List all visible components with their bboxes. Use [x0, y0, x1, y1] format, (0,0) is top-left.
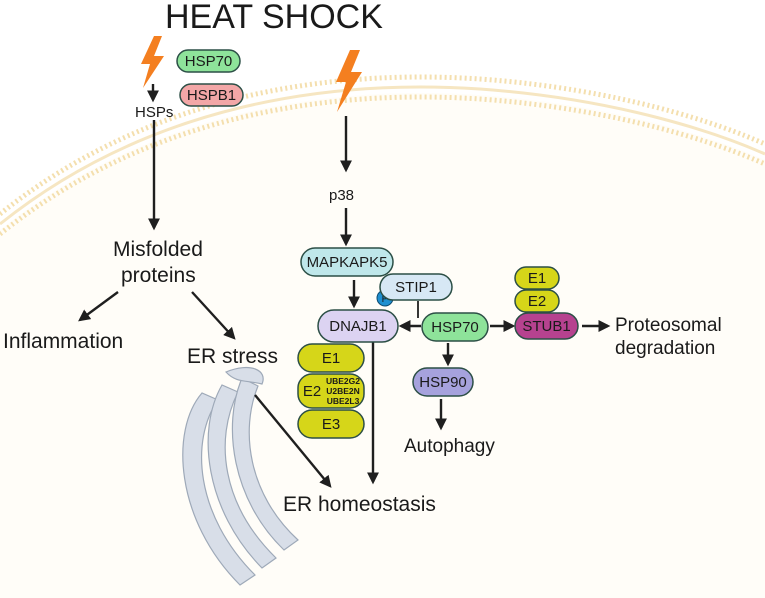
svg-text:UBE2G2: UBE2G2 — [326, 376, 360, 386]
svg-text:E2: E2 — [528, 293, 546, 310]
protein-e2-left: E2 UBE2G2 U2BE2N UBE2L3 — [297, 373, 365, 409]
endoplasmic-reticulum-icon — [182, 367, 299, 586]
title: HEAT SHOCK — [165, 0, 383, 36]
protein-dnajb1: DNAJB1 — [317, 309, 399, 343]
svg-text:P: P — [382, 294, 389, 305]
left-lightning-bolt-icon — [141, 36, 164, 88]
svg-text:DNAJB1: DNAJB1 — [329, 318, 387, 335]
protein-hsp70-top: HSP70 — [176, 49, 241, 73]
pathway-arrows — [78, 84, 611, 488]
label-hsps: HSPs — [135, 104, 173, 121]
label-proteosomal-line1: Proteosomal — [615, 315, 722, 336]
svg-text:E1: E1 — [528, 270, 546, 287]
svg-text:U2BE2N: U2BE2N — [326, 386, 360, 396]
protein-e1-left: E1 — [297, 343, 365, 373]
label-er-stress: ER stress — [187, 345, 278, 368]
svg-text:UBE2L3: UBE2L3 — [327, 396, 360, 406]
protein-stip1: STIP1 — [379, 273, 453, 301]
svg-text:HSP70: HSP70 — [185, 53, 233, 70]
protein-hsp90: HSP90 — [412, 367, 474, 397]
arrow-to-er-stress — [191, 291, 236, 340]
svg-text:MAPKAPK5: MAPKAPK5 — [307, 254, 388, 271]
svg-text:HSP70: HSP70 — [431, 319, 479, 336]
svg-text:STIP1: STIP1 — [395, 279, 437, 296]
svg-text:HSP90: HSP90 — [419, 374, 467, 391]
svg-text:E3: E3 — [322, 416, 340, 433]
label-er-homeostasis: ER homeostasis — [283, 493, 436, 516]
protein-stub1: STUB1 — [514, 312, 579, 340]
svg-text:STUB1: STUB1 — [522, 318, 570, 335]
protein-e1-right: E1 — [514, 266, 560, 290]
label-autophagy: Autophagy — [404, 436, 495, 457]
protein-hspb1: HSPB1 — [179, 83, 244, 107]
right-lightning-bolt-icon — [336, 50, 362, 112]
protein-e3-left: E3 — [297, 409, 365, 439]
arrow-to-inflammation — [78, 291, 119, 322]
label-proteosomal-line2: degradation — [615, 338, 715, 359]
label-misfolded-line2: proteins — [121, 264, 196, 287]
arrow-er-stress-to-homeostasis — [254, 394, 332, 488]
svg-text:E1: E1 — [322, 350, 340, 367]
protein-e2-right: E2 — [514, 289, 560, 313]
label-misfolded-line1: Misfolded — [113, 238, 203, 261]
svg-text:E2: E2 — [303, 383, 321, 400]
svg-text:HSPB1: HSPB1 — [187, 87, 236, 104]
label-p38: p38 — [329, 187, 354, 204]
protein-mapkapk5: MAPKAPK5 — [300, 247, 394, 277]
label-inflammation: Inflammation — [3, 330, 123, 353]
protein-hsp70: HSP70 — [421, 312, 489, 342]
